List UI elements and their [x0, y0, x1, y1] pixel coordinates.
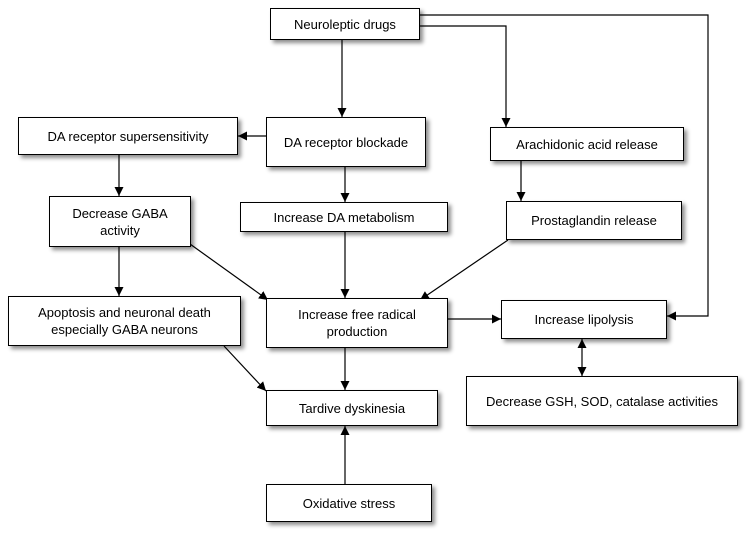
node-arachidonic-acid-release: Arachidonic acid release — [490, 127, 684, 161]
edge-neuroleptic-to-arachidonic — [420, 25, 511, 127]
node-neuroleptic-drugs: Neuroleptic drugs — [270, 8, 420, 40]
node-oxidative-stress: Oxidative stress — [266, 484, 432, 522]
node-da-receptor-blockade: DA receptor blockade — [266, 117, 426, 167]
node-da-receptor-supersensitivity: DA receptor supersensitivity — [18, 117, 238, 155]
node-increase-da-metabolism: Increase DA metabolism — [240, 202, 448, 232]
node-tardive-dyskinesia: Tardive dyskinesia — [266, 390, 438, 426]
edge-prostaglandin-to-free-radical — [419, 239, 509, 301]
node-increase-free-radical-production: Increase free radical production — [266, 298, 448, 348]
node-decrease-gsh-sod-catalase: Decrease GSH, SOD, catalase activities — [466, 376, 738, 426]
edge-neuroleptic-to-lipolysis — [420, 14, 709, 321]
node-prostaglandin-release: Prostaglandin release — [506, 201, 682, 240]
node-apoptosis-neuronal-death: Apoptosis and neuronal death especially … — [8, 296, 241, 346]
node-increase-lipolysis: Increase lipolysis — [501, 300, 667, 339]
edge-gaba-to-free-radical — [189, 243, 269, 301]
edge-apoptosis-to-tardive — [223, 345, 267, 392]
node-decrease-gaba-activity: Decrease GABA activity — [49, 196, 191, 247]
